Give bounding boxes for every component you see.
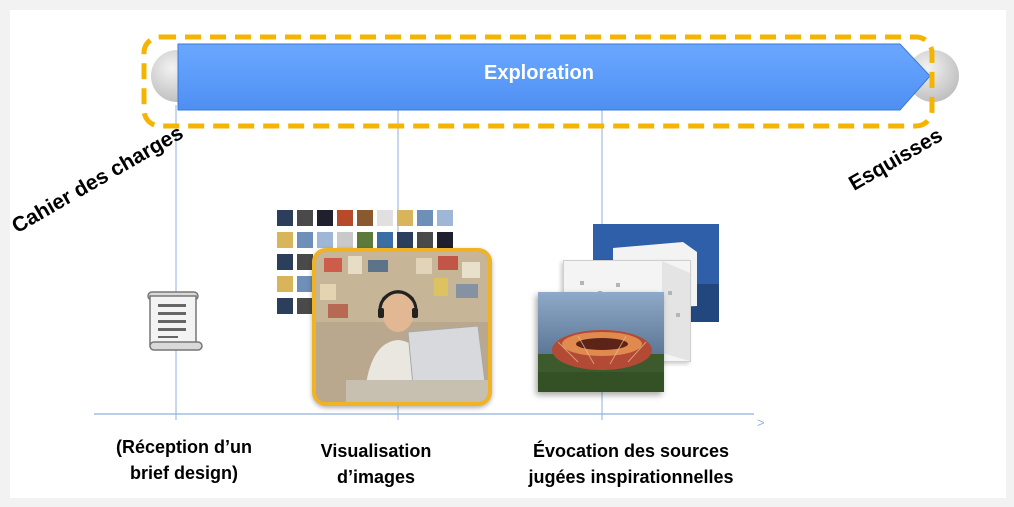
mosaic-thumbnail [277,298,293,314]
mosaic-thumbnail [317,232,333,248]
mosaic-thumbnail [277,210,293,226]
mosaic-thumbnail [297,210,313,226]
mosaic-thumbnail [397,232,413,248]
exploration-highlight-box [141,34,935,129]
inspiration-photo-front [538,292,664,392]
mosaic-thumbnail [377,232,393,248]
mosaic-thumbnail [377,210,393,226]
axis-arrow-glyph: > [757,415,765,430]
brief-document-icon [140,290,210,354]
mosaic-thumbnail [297,276,313,292]
diagram-canvas: Exploration > Cahier des charges Esquiss… [8,10,1006,498]
mosaic-thumbnail [337,232,353,248]
step-2-line-2: d’images [336,467,416,487]
phase-label: Exploration [483,62,594,84]
step-1-label: (Réception d’un brief design) [98,434,270,486]
step-3-line-2: jugées inspirationnelles [528,467,734,487]
mosaic-thumbnail [357,210,373,226]
mosaic-thumbnail [297,298,313,314]
diagram-graphics [94,34,959,420]
step-2-label: Visualisation d’images [306,438,446,490]
mosaic-thumbnail [437,210,453,226]
mosaic-thumbnail [437,232,453,248]
mosaic-thumbnail [277,254,293,270]
step-3-line-1: Évocation des sources [532,441,730,461]
mosaic-thumbnail [317,210,333,226]
step-2-line-1: Visualisation [320,441,432,461]
mosaic-thumbnail [297,254,313,270]
image-viewing-photo [312,248,492,406]
step-1-line-1: (Réception d’un [116,437,252,457]
mosaic-thumbnail [277,276,293,292]
mosaic-thumbnail [397,210,413,226]
exploration-arrow [177,43,931,111]
mosaic-thumbnail [357,232,373,248]
mosaic-thumbnail [417,232,433,248]
mosaic-thumbnail [297,232,313,248]
step-1-line-2: brief design) [129,463,238,483]
mosaic-thumbnail [337,210,353,226]
mosaic-thumbnail [277,232,293,248]
step-3-label: Évocation des sources jugées inspiration… [506,438,756,490]
mosaic-thumbnail [417,210,433,226]
